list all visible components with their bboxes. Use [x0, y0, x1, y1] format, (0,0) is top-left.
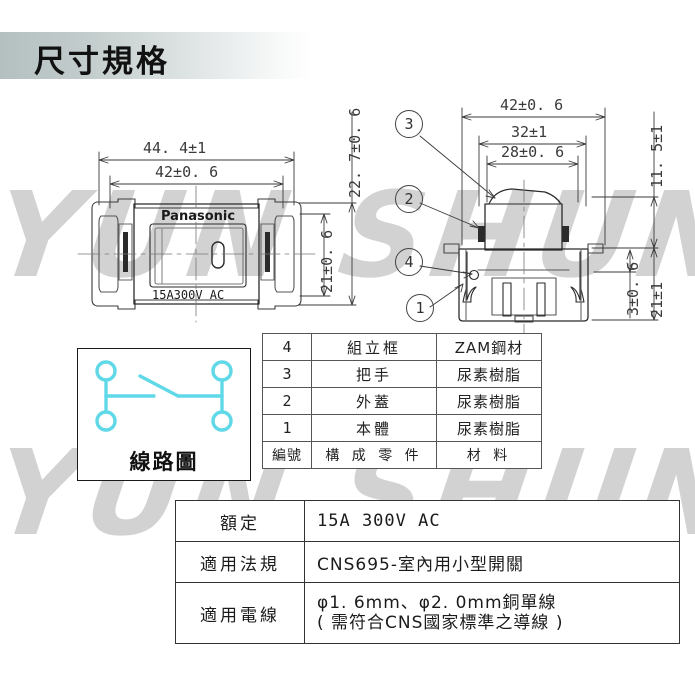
parts-table: 4 組立框 ZAM鋼材 3 把手 尿素樹脂 2 外蓋 尿素樹脂 1 本體 尿素樹… — [262, 333, 542, 469]
table-row: 3 把手 尿素樹脂 — [262, 360, 542, 388]
spec-label-rating: 額定 — [175, 500, 305, 542]
part-no: 4 — [262, 333, 312, 361]
panasonic-brand-label: Panasonic — [161, 209, 236, 224]
callout-2: 2 — [395, 185, 423, 213]
part-material: ZAM鋼材 — [436, 333, 542, 361]
circuit-diagram-svg — [95, 360, 233, 432]
spec-value-rating: 15A 300V AC — [304, 500, 680, 542]
device-rating-marking: 15A300V AC — [152, 288, 225, 302]
spec-value-regulation: CNS695-室內用小型開關 — [304, 541, 680, 583]
dim-top-height: 11. 5±1 — [648, 124, 666, 188]
dim-cover-width: 28±0. 6 — [501, 143, 565, 161]
dim-plate-height: 21±0. 6 — [318, 229, 336, 293]
dim-body-width: 32±1 — [511, 123, 548, 141]
spec-row-wire: 適用電線 φ1. 6mm、φ2. 0mm銅單線 ( 需符合CNS國家標準之導線 … — [175, 582, 680, 644]
spec-label-regulation: 適用法規 — [175, 541, 305, 583]
table-row: 2 外蓋 尿素樹脂 — [262, 387, 542, 415]
dim-overall-height: 22. 7±0. 6 — [346, 107, 364, 198]
part-no: 2 — [262, 387, 312, 415]
table-row: 4 組立框 ZAM鋼材 — [262, 333, 542, 361]
dim-plate-width: 42±0. 6 — [155, 163, 219, 181]
header-gradient-bar — [0, 32, 312, 79]
spec-value-wire: φ1. 6mm、φ2. 0mm銅單線 ( 需符合CNS國家標準之導線 ) — [304, 582, 680, 644]
part-name: 把手 — [311, 360, 437, 388]
part-no: 3 — [262, 360, 312, 388]
spec-value-wire-line1: φ1. 6mm、φ2. 0mm銅單線 — [317, 592, 557, 613]
col-header-no: 編號 — [262, 441, 312, 469]
dim-frame-width: 42±0. 6 — [500, 96, 564, 114]
callout-4: 4 — [395, 248, 423, 276]
specification-table: 額定 15A 300V AC 適用法規 CNS695-室內用小型開關 適用電線 … — [175, 500, 680, 644]
circuit-diagram-label-box: 線路圖 — [77, 442, 251, 481]
col-header-material: 材 料 — [436, 441, 542, 469]
callout-3: 3 — [395, 110, 423, 138]
dim-total-height: 21±1 — [648, 281, 666, 318]
spec-row-regulation: 適用法規 CNS695-室內用小型開關 — [175, 541, 680, 583]
part-material: 尿素樹脂 — [436, 387, 542, 415]
page-title: 尺寸規格 — [34, 44, 170, 80]
part-no: 1 — [262, 414, 312, 442]
spec-value-wire-line2: ( 需符合CNS國家標準之導線 ) — [317, 613, 564, 633]
spec-label-wire: 適用電線 — [175, 582, 305, 644]
dim-bottom-height: 3±0. 6 — [624, 261, 642, 316]
spec-row-rating: 額定 15A 300V AC — [175, 500, 680, 542]
table-row: 1 本體 尿素樹脂 — [262, 414, 542, 442]
part-name: 組立框 — [311, 333, 437, 361]
callout-1: 1 — [406, 294, 434, 322]
table-header-row: 編號 構 成 零 件 材 料 — [262, 441, 542, 469]
circuit-diagram-label: 線路圖 — [129, 450, 199, 474]
dim-overall-width: 44. 4±1 — [143, 139, 207, 157]
part-name: 本體 — [311, 414, 437, 442]
part-material: 尿素樹脂 — [436, 414, 542, 442]
part-name: 外蓋 — [311, 387, 437, 415]
circuit-diagram-box — [77, 348, 251, 444]
spec-value-rating-text: 15A 300V AC — [317, 511, 441, 531]
part-material: 尿素樹脂 — [436, 360, 542, 388]
col-header-part: 構 成 零 件 — [311, 441, 437, 469]
